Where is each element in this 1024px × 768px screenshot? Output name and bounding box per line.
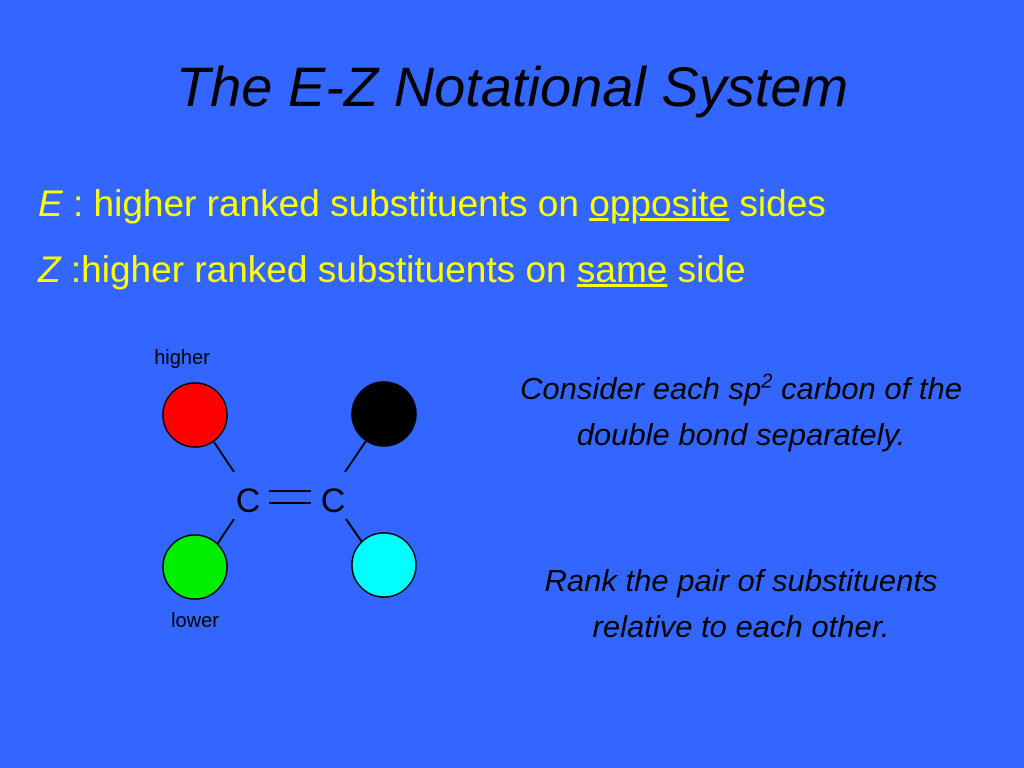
- note-text-before: Consider each sp: [520, 371, 762, 406]
- substituent-bottom-right: [351, 532, 417, 598]
- definition-separator: :: [62, 183, 94, 224]
- note-superscript: 2: [761, 370, 773, 393]
- definition-text: higher ranked substituents on: [93, 183, 590, 224]
- bond-top-right: [344, 440, 367, 473]
- left-carbon: C: [236, 482, 261, 520]
- definition-letter: Z: [38, 249, 61, 290]
- definition-emphasis: same: [576, 249, 668, 290]
- definition-tail: sides: [729, 183, 826, 224]
- right-carbon: C: [321, 482, 346, 520]
- definition-letter: E: [38, 183, 63, 224]
- note-text-after: carbon of the double bond separately.: [576, 371, 962, 452]
- substituent-top-left: [162, 382, 228, 448]
- bond-bottom-right: [345, 518, 365, 546]
- definition-separator: :: [60, 249, 82, 290]
- definition-tail: side: [667, 249, 746, 290]
- definition-e: E : higher ranked substituents on opposi…: [38, 182, 826, 226]
- note-rank: Rank the pair of substituents relative t…: [544, 563, 938, 644]
- slide-title: The E-Z Notational System: [175, 55, 849, 118]
- lower-label: lower: [171, 610, 219, 632]
- definition-emphasis: opposite: [589, 183, 730, 224]
- substituent-top-right: [351, 381, 417, 447]
- higher-label: higher: [154, 347, 210, 369]
- bond-top-left: [213, 441, 235, 473]
- bond-bottom-left: [215, 518, 235, 547]
- note-consider: Consider each sp2 carbon of the double b…: [505, 366, 977, 458]
- definition-z: Z :higher ranked substituents on same si…: [38, 248, 746, 292]
- definition-text: higher ranked substituents on: [81, 249, 577, 290]
- substituent-bottom-left: [162, 534, 228, 600]
